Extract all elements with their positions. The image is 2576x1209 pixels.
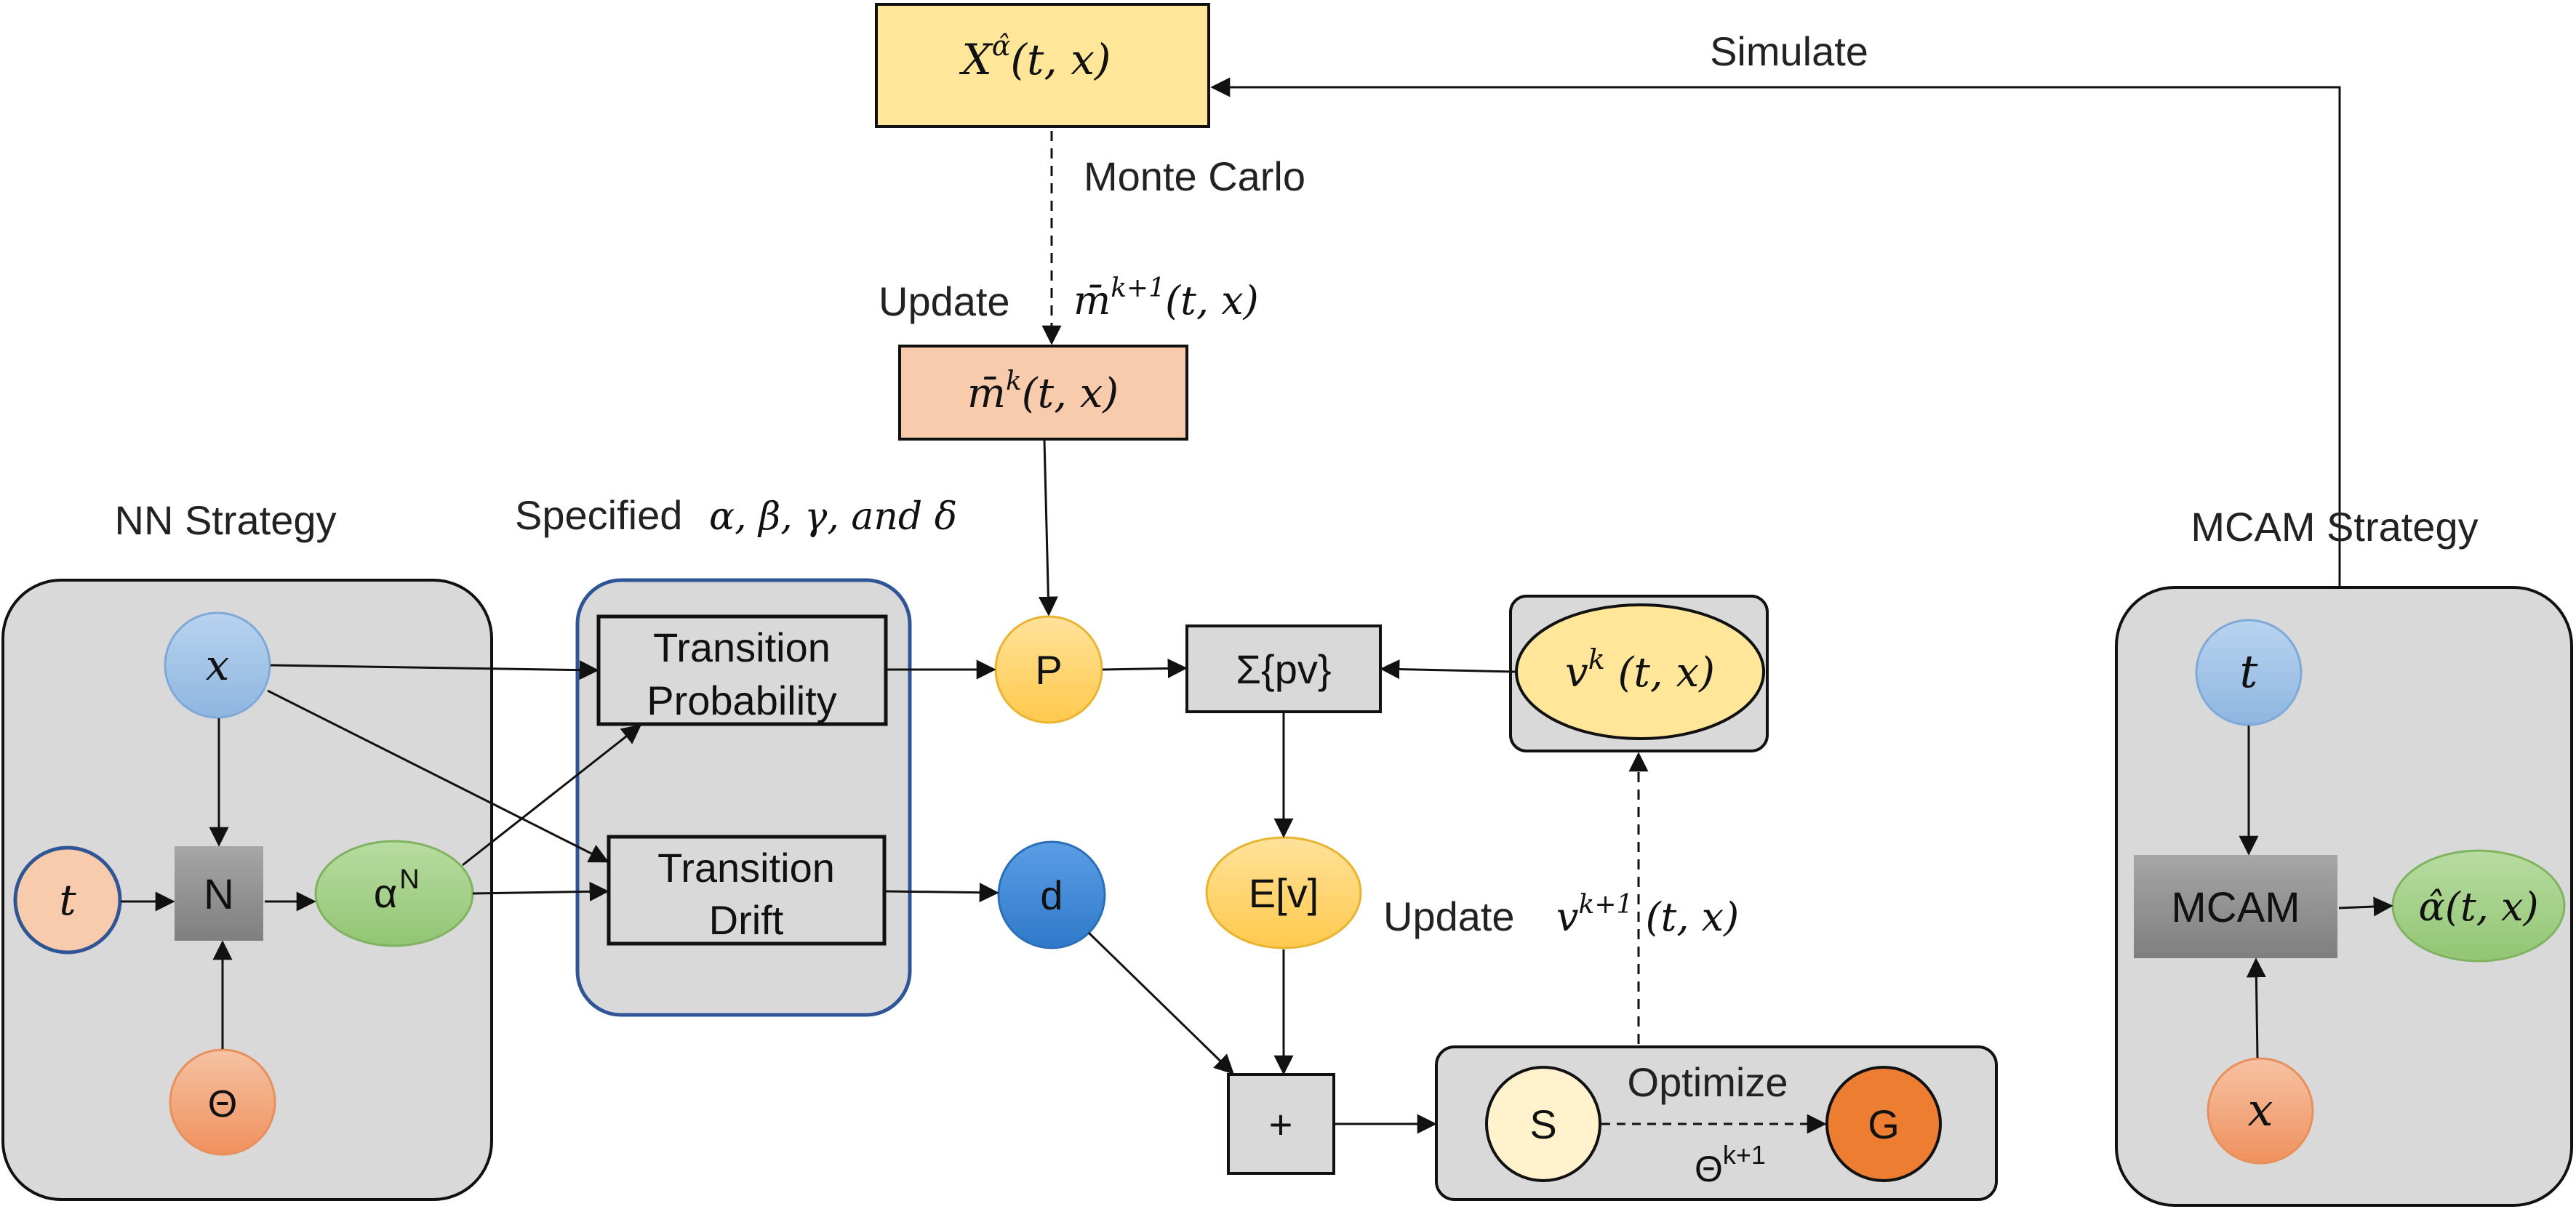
- svg-text:t: t: [2240, 645, 2258, 698]
- p-to-sum-arrow: [1102, 658, 1188, 678]
- nn-alpha-node: α N: [314, 840, 474, 947]
- x-to-drift-arrow: [267, 689, 609, 863]
- svg-text:+: +: [1269, 1101, 1293, 1147]
- svg-text:vk (t, x): vk (t, x): [1565, 643, 1715, 696]
- mcam-alpha-hat-node: α̂(t, x): [2391, 849, 2566, 963]
- svg-text:MCAM: MCAM: [2171, 884, 2300, 931]
- svg-text:α̂(t, x): α̂(t, x): [2418, 884, 2538, 930]
- v-to-sum-arrow: [1380, 659, 1516, 680]
- update-v-label: Update: [1383, 893, 1515, 939]
- svg-text:m̄k(t, x): m̄k(t, x): [967, 366, 1119, 417]
- mcam-strategy-panel: [2115, 586, 2573, 1207]
- svg-text:E[v]: E[v]: [1249, 870, 1319, 916]
- simulate-arrow: [1210, 77, 2341, 587]
- svg-text:d: d: [1040, 872, 1063, 918]
- mcam-strategy-title: MCAM Strategy: [2191, 504, 2478, 550]
- svg-text:x: x: [2248, 1083, 2273, 1136]
- mcam-box-node: MCAM: [2134, 855, 2337, 958]
- x-to-prob-arrow: [270, 660, 599, 680]
- optimize-label: Optimize: [1628, 1059, 1788, 1105]
- svg-text:Drift: Drift: [709, 897, 784, 943]
- transition-probability-node: Transition Probability: [596, 614, 888, 726]
- m-bar-next-label: m̄k+1(t, x): [1073, 273, 1259, 324]
- specified-params-label: α, β, γ, and δ: [709, 495, 957, 539]
- alpha-to-prob-arrow: [462, 724, 642, 867]
- svg-text:Transition: Transition: [657, 845, 835, 891]
- sum-pv-node: Σ{pv}: [1185, 624, 1382, 713]
- svg-text:P: P: [1035, 647, 1062, 693]
- x-alpha-hat-node: Xα̂(t, x): [875, 3, 1210, 128]
- m-bar-k-node: m̄k(t, x): [898, 345, 1188, 441]
- mcam-x-node: x: [2207, 1057, 2314, 1165]
- svg-text:G: G: [1868, 1101, 1900, 1147]
- m-to-p-arrow: [1038, 440, 1058, 616]
- nn-n-node: N: [175, 846, 263, 941]
- transition-drift-node: Transition Drift: [607, 835, 887, 946]
- svg-text:Transition: Transition: [653, 624, 831, 670]
- simulate-label: Simulate: [1710, 28, 1868, 74]
- svg-text:N: N: [399, 864, 419, 895]
- specified-label: Specified: [515, 492, 682, 538]
- mcam-box-to-alpha-arrow: [2338, 896, 2393, 917]
- alpha-to-drift-arrow: [472, 881, 609, 901]
- svg-text:N: N: [204, 871, 234, 918]
- svg-text:Θ: Θ: [208, 1083, 237, 1125]
- svg-text:Probability: Probability: [647, 678, 836, 723]
- plus-node: +: [1227, 1073, 1335, 1175]
- nn-x-node: x: [164, 611, 271, 719]
- update-m-label: Update: [879, 278, 1010, 324]
- g-node: G: [1825, 1066, 1942, 1182]
- mcam-t-node: t: [2195, 619, 2303, 726]
- svg-text:t: t: [59, 875, 76, 925]
- expect-v-node: E[v]: [1205, 836, 1362, 949]
- d-to-plus-arrow: [1087, 931, 1234, 1075]
- theta-next-label: Θk+1: [1695, 1140, 1766, 1189]
- drift-to-d-arrow: [885, 883, 999, 903]
- svg-text:x: x: [206, 640, 230, 690]
- svg-text:α: α: [374, 870, 397, 916]
- v-k-node: vk (t, x): [1509, 595, 1769, 752]
- svg-text:Xα̂(t, x): Xα̂(t, x): [959, 30, 1111, 84]
- p-node: P: [994, 615, 1103, 724]
- nn-theta-node: Θ: [169, 1048, 276, 1156]
- monte-carlo-label: Monte Carlo: [1084, 153, 1305, 199]
- svg-text:S: S: [1529, 1101, 1556, 1147]
- v-next-label: vk+1 (t, x): [1556, 890, 1739, 940]
- mcam-x-to-box-arrow: [2246, 957, 2266, 1059]
- nn-t-node: t: [13, 846, 122, 955]
- s-node: S: [1485, 1066, 1601, 1182]
- nn-strategy-title: NN Strategy: [115, 497, 337, 543]
- d-node: d: [997, 840, 1106, 949]
- svg-text:Σ{pv}: Σ{pv}: [1236, 646, 1331, 692]
